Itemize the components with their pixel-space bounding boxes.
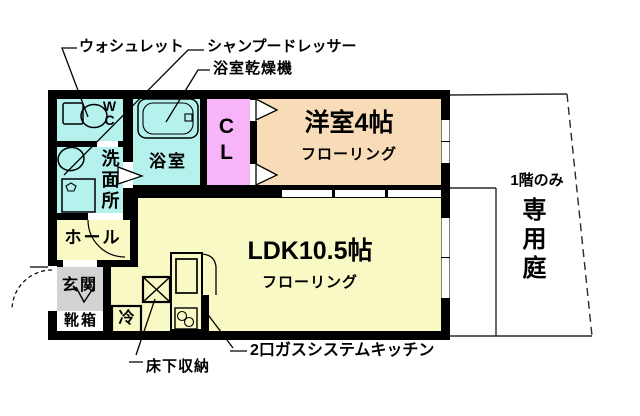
underfloor-storage-icon: [141, 275, 172, 304]
label-shampoo-dresser: シャンプードレッサー: [207, 38, 357, 55]
bath-door-mark: [117, 166, 144, 185]
washer-space-icon: [61, 178, 96, 213]
label-entrance: 玄関: [61, 277, 98, 294]
closet-door-mark-bottom: [255, 162, 279, 187]
label-wc: WC: [102, 98, 117, 128]
room-entrance: [57, 266, 103, 311]
label-washroom: 洗面所: [101, 149, 120, 211]
label-ldk: LDK10.5帖: [247, 237, 373, 265]
room-western: [257, 99, 441, 186]
fridge-space-box: [110, 304, 143, 335]
washroom-door-arc: [87, 219, 126, 258]
washbasin-icon: [57, 146, 85, 172]
room-ldk-strip: [111, 266, 138, 331]
label-shoebox: 靴箱: [63, 312, 98, 329]
room-wc: [57, 99, 123, 141]
label-underfloor-storage: 床下収納: [146, 358, 211, 375]
label-bath-dryer: 浴室乾燥機: [213, 60, 294, 77]
label-ldk-flooring: フローリング: [261, 274, 358, 291]
room-bath: [133, 99, 200, 185]
room-closet: [207, 99, 250, 186]
garden-boundary: [449, 93, 593, 337]
label-gas-kitchen: 2口ガスシステムキッチン: [250, 342, 435, 359]
label-western-room: 洋室4帖: [304, 109, 394, 137]
room-washroom: [57, 147, 123, 213]
window-mullions: [441, 141, 450, 258]
label-western-flooring: フローリング: [300, 146, 397, 163]
label-garden-name: 専用庭: [522, 197, 547, 282]
label-hall: ホール: [64, 228, 122, 247]
label-garden-floor-note: 1階のみ: [510, 172, 564, 189]
leader-lines: [61, 47, 247, 363]
entrance-step-mark: [75, 286, 95, 304]
label-closet: CL: [218, 115, 235, 164]
room-ldk: [138, 198, 441, 331]
label-bath: 浴室: [149, 152, 187, 171]
bathtub-icon: [137, 98, 199, 139]
toilet-icon: [62, 102, 108, 129]
label-fridge: 冷: [118, 310, 135, 327]
closet-door-mark-top: [255, 97, 279, 122]
entrance-door-arc: [11, 269, 53, 311]
label-washlet: ウォシュレット: [79, 38, 184, 55]
